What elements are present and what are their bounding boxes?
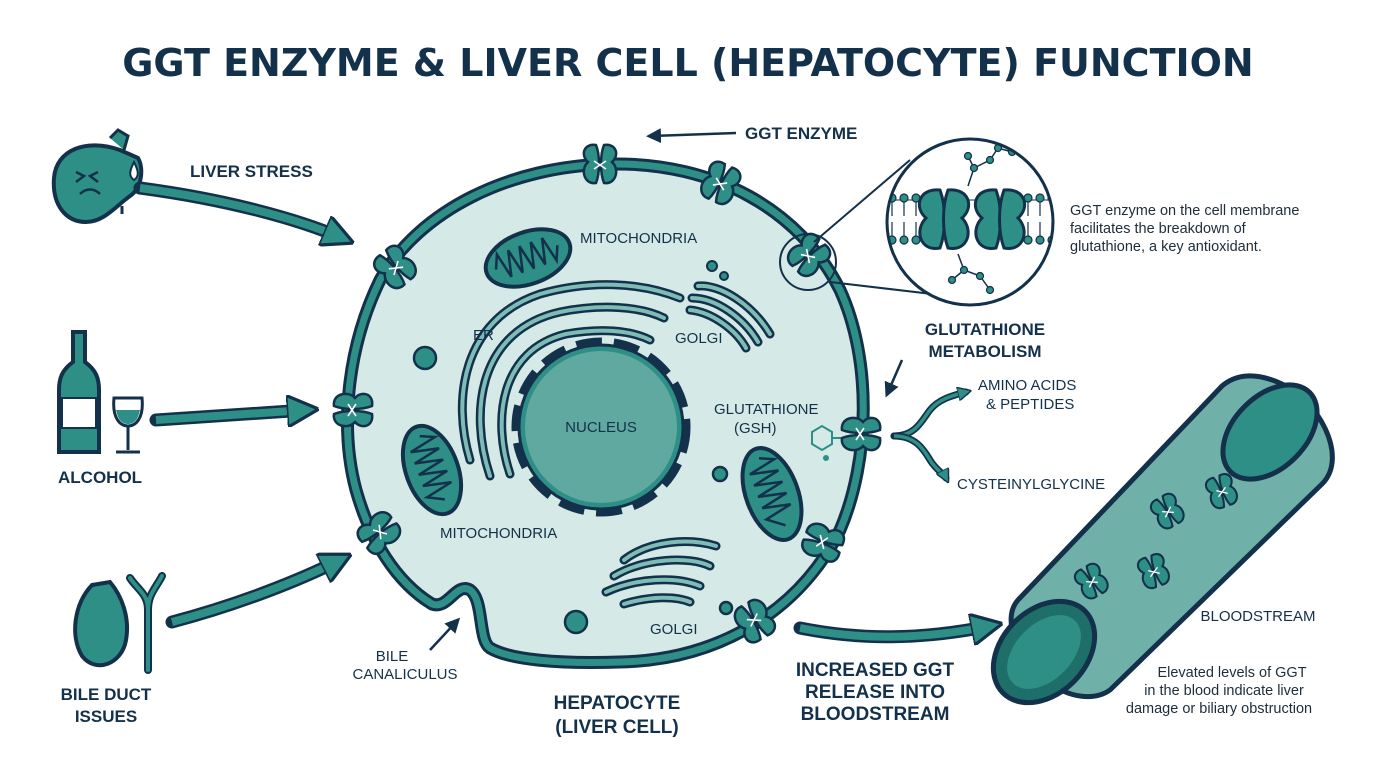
hepatocyte-label-line2: (LIVER CELL) [555,717,679,738]
golgi-top-label: GOLGI [675,330,723,347]
product-amino-acids-line2: & PEPTIDES [986,396,1074,413]
nucleus-label: NUCLEUS [565,419,637,436]
golgi-bottom-label: GOLGI [650,621,698,638]
bile-duct-label-line1: BILE DUCT [61,685,152,704]
ggt-enzyme-pointer [646,128,737,144]
zoom-note-line1: GGT enzyme on the cell membrane [1070,203,1299,219]
bile-canaliculus-pointer [429,617,461,651]
page-title: GGT ENZYME & LIVER CELL (HEPATOCYTE) FUN… [122,41,1254,85]
product-cysteinylglycine: CYSTEINYLGLYCINE [957,476,1105,493]
mitochondria-top [483,227,573,289]
zoom-note-line2: facilitates the breakdown of [1070,221,1247,237]
bile-duct-label-line2: ISSUES [75,707,137,726]
wine-glass-icon [112,396,144,454]
mitochondria-left [400,423,464,517]
metabolism-pointer [884,359,904,398]
golgi-top [685,260,775,353]
bloodstream-note-line2: in the blood indicate liver [1144,683,1304,699]
endoplasmic-reticulum [457,280,685,481]
zoom-note-line3: glutathione, a key antioxidant. [1070,239,1262,255]
blood-vessel [990,373,1335,706]
ggt-enzyme-label: GGT ENZYME [745,124,857,143]
release-label-line1: INCREASED GGT [796,660,955,681]
bloodstream-note-line3: damage or biliary obstruction [1126,701,1312,717]
liver-icon [51,128,144,225]
alcohol-arrow [155,410,306,420]
bile-duct-arrow [170,560,340,626]
golgi-bottom [601,537,721,609]
metabolism-branch-arrows [890,392,966,478]
release-arrow [799,626,990,637]
metabolism-heading-line1: GLUTATHIONE [925,320,1045,339]
alcohol-label: ALCOHOL [58,468,142,487]
gallbladder-icon [73,572,166,674]
product-amino-acids-line1: AMINO ACIDS [978,377,1076,394]
glutathione-molecule [811,424,846,461]
glutathione-label-line1: GLUTATHIONE [714,401,818,418]
vesicles [412,345,734,635]
bile-canaliculus-label-line1: BILE [376,648,409,665]
bile-canaliculus-label-line2: CANALICULUS [352,666,457,683]
metabolism-heading-line2: METABOLISM [928,342,1041,361]
hepatocyte-label-line1: HEPATOCYTE [554,693,681,714]
zoom-callout [779,137,1055,307]
release-label-line2: RELEASE INTO [805,682,945,703]
release-label-line3: BLOODSTREAM [801,704,950,725]
bloodstream-note-line1: Elevated levels of GGT [1157,665,1306,681]
glutathione-label-line2: (GSH) [734,420,777,437]
liver-stress-label: LIVER STRESS [190,162,313,181]
liver-stress-arrow [139,184,342,238]
er-label: ER [473,327,494,344]
membrane-bilayer [887,143,1053,295]
nucleus [511,337,691,517]
wine-bottle-icon [57,330,101,454]
mitochondria-bottom-label: MITOCHONDRIA [440,525,557,542]
mitochondria-top-label: MITOCHONDRIA [580,230,697,247]
bloodstream-label: BLOODSTREAM [1200,608,1315,625]
mitochondria-right [740,446,804,542]
